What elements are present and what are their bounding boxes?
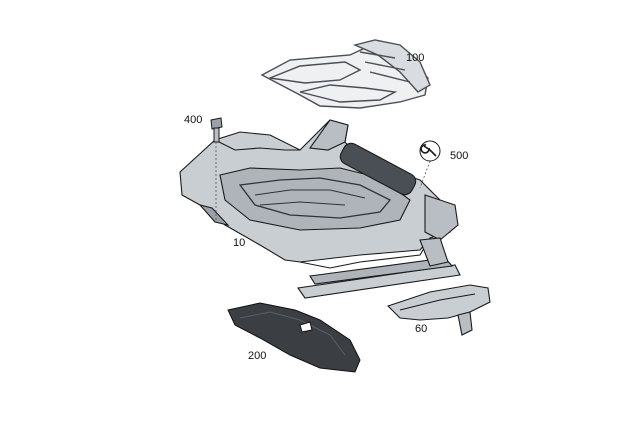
part-500-wrench-icon[interactable]	[419, 140, 441, 162]
callout-100: 100	[406, 52, 425, 64]
callout-400: 400	[184, 114, 203, 126]
callout-200: 200	[248, 350, 267, 362]
callout-500: 500	[450, 150, 469, 162]
part-400-bolt[interactable]	[210, 117, 223, 143]
callout-60: 60	[415, 323, 428, 335]
callout-10: 10	[233, 237, 246, 249]
seat-rail[interactable]	[297, 237, 461, 299]
leader-500	[419, 160, 431, 189]
part-200-seat-pan[interactable]	[227, 302, 361, 373]
part-60-side-cover[interactable]	[386, 284, 491, 336]
part-10-seat-frame[interactable]	[179, 119, 459, 269]
part-100-spring-mat[interactable]	[260, 39, 431, 109]
